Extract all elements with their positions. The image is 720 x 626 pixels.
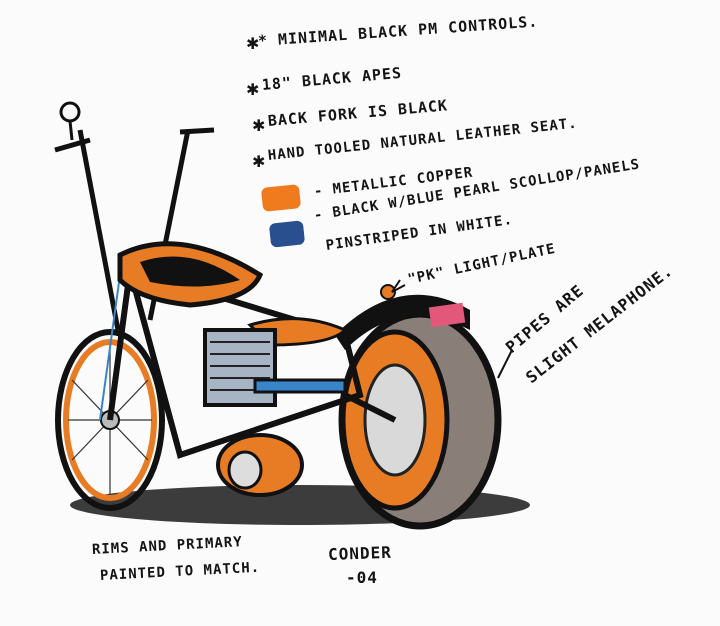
exhaust-pipe — [253, 378, 347, 394]
copper-swatch — [260, 184, 302, 212]
fork-highlight — [99, 274, 121, 421]
left-grip — [54, 137, 91, 153]
pk-light — [380, 284, 396, 300]
front-tire — [55, 329, 165, 511]
license-plate — [428, 302, 466, 328]
front-fork — [107, 269, 133, 421]
signature-name: CONDER — [327, 542, 393, 564]
primary-disc — [227, 450, 263, 490]
engine-fins — [210, 341, 270, 391]
blue-swatch — [268, 220, 306, 248]
star-icon: ✱ — [252, 116, 266, 135]
star-icon: ✱ — [246, 34, 260, 53]
right-grip — [179, 127, 215, 135]
tank-scallop — [140, 256, 240, 287]
star-icon: ✱ — [252, 152, 266, 171]
left-ape-bar — [77, 129, 121, 331]
swingarm — [343, 392, 397, 423]
frame — [125, 265, 364, 459]
mirror — [59, 101, 81, 123]
arrow-icon — [497, 349, 513, 379]
arrow-icon — [391, 279, 406, 293]
star-icon: ✱ — [246, 80, 260, 99]
signature-year: -04 — [346, 568, 378, 587]
